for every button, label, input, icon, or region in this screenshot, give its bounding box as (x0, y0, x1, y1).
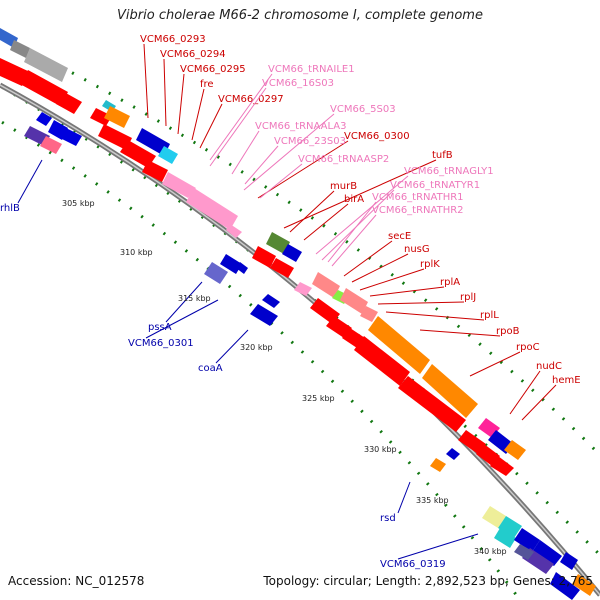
topology-summary: Topology: circular; Length: 2,892,523 bp… (263, 574, 593, 588)
gene-label-nusg[interactable]: nusG (404, 244, 430, 255)
leader-line-vcm66-0297 (199, 103, 223, 149)
gene-label-vcm66-trnagly1[interactable]: VCM66_tRNAGLY1 (404, 166, 494, 177)
leader-line-fre (191, 88, 205, 141)
leader-line-vcm66-0294 (163, 58, 167, 127)
leader-line-rplj (377, 301, 465, 305)
leader-line-rpla (369, 286, 445, 297)
leader-line-vcm66-5s03 (243, 113, 335, 191)
leader-line-vcm66-0301 (145, 299, 219, 339)
gene-label-vcm66-trnathr2[interactable]: VCM66_tRNATHR2 (372, 205, 464, 216)
leader-line-sece (343, 240, 393, 277)
gene-label-tufb[interactable]: tufB (432, 150, 453, 161)
leader-line-vcm66-0300 (257, 140, 349, 199)
leader-line-vcm66-trnaala3 (231, 130, 260, 175)
gene-label-vcm66-0295[interactable]: VCM66_0295 (180, 64, 246, 75)
leader-line-vcm66-0295 (177, 73, 185, 135)
leader-line-rhlb (17, 159, 43, 204)
gene-label-vcm66-0319[interactable]: VCM66_0319 (380, 559, 446, 570)
kbp-marker-305-kbp: 305 kbp (62, 199, 95, 208)
gene-label-vcm66-0293[interactable]: VCM66_0293 (140, 34, 206, 45)
gene-label-rsd[interactable]: rsd (380, 513, 396, 524)
leader-line-vcm66-trnaile1 (209, 73, 273, 161)
gene-label-heme[interactable]: hemE (552, 375, 581, 386)
leader-line-vcm66-0319 (397, 533, 479, 560)
gene-label-rplj[interactable]: rplJ (460, 292, 476, 303)
gene-label-vcm66-0300[interactable]: VCM66_0300 (344, 131, 410, 142)
gene-label-vcm66-5s03[interactable]: VCM66_5S03 (330, 104, 396, 115)
kbp-marker-340-kbp: 340 kbp (474, 547, 507, 556)
label-layer: VCM66_0293VCM66_0294VCM66_0295freVCM66_0… (0, 34, 581, 570)
gene-label-vcm66-0297[interactable]: VCM66_0297 (218, 94, 284, 105)
leader-line-vcm66-16s03 (209, 87, 267, 167)
leader-line-tufb (283, 159, 437, 229)
gene-label-rpll[interactable]: rplL (480, 310, 499, 321)
leader-line-rplk (359, 268, 425, 291)
ruler-dots-outer (0, 84, 600, 557)
gene-label-vcm66-trnaile1[interactable]: VCM66_tRNAILE1 (268, 64, 355, 75)
leader-line-heme (521, 384, 557, 421)
leader-line-rpoc (469, 351, 521, 377)
leader-line-vcm66-0293 (143, 43, 149, 119)
leader-line-vcm66-trnathr1 (327, 201, 377, 263)
features-reverse (204, 254, 596, 600)
gene-label-vcm66-16s03[interactable]: VCM66_16S03 (262, 78, 334, 89)
gene-label-vcm66-trnatyr1[interactable]: VCM66_tRNATYR1 (390, 180, 480, 191)
leader-line-rpll (385, 311, 485, 321)
features-forward (90, 100, 526, 476)
feature-block-top-left (0, 28, 82, 114)
kbp-marker-310-kbp: 310 kbp (120, 248, 153, 257)
leader-line-vcm66-23s03 (244, 145, 279, 185)
gene-label-vcm66-0294[interactable]: VCM66_0294 (160, 49, 226, 60)
leader-line-vcm66-trnathr2 (331, 214, 377, 267)
gene-label-coaa[interactable]: coaA (198, 363, 223, 374)
kbp-marker-320-kbp: 320 kbp (240, 343, 273, 352)
gene-label-vcm66-trnaasp2[interactable]: VCM66_tRNAASP2 (298, 154, 389, 165)
leader-line-vcm66-trnaasp2 (259, 163, 303, 199)
kbp-layer: 305 kbp 310 kbp 315 kbp 320 kbp 325 kbp 330 k… (62, 199, 507, 556)
gene-label-bira[interactable]: birA (344, 194, 364, 205)
kbp-marker-335-kbp: 335 kbp (416, 496, 449, 505)
gene-label-sece[interactable]: secE (388, 231, 411, 242)
gene-label-nudc[interactable]: nudC (536, 361, 562, 372)
gene-label-rpob[interactable]: rpoB (496, 326, 520, 337)
leader-line-coaa (215, 329, 249, 364)
accession-text: Accession: NC_012578 (8, 574, 145, 588)
leader-line-rsd (397, 481, 411, 514)
ruler-dots-top (9, 38, 600, 457)
gene-label-fre[interactable]: fre (200, 79, 214, 90)
kbp-marker-325-kbp: 325 kbp (302, 394, 335, 403)
kbp-marker-315-kbp: 315 kbp (178, 294, 211, 303)
leader-line-vcm66-trnagly1 (315, 175, 409, 255)
gene-label-vcm66-0301[interactable]: VCM66_0301 (128, 338, 194, 349)
leader-line-murb (289, 190, 335, 233)
gene-label-rplk[interactable]: rplK (420, 259, 440, 270)
map-title: Vibrio cholerae M66-2 chromosome I, comp… (117, 8, 483, 23)
gene-label-rpla[interactable]: rplA (440, 277, 460, 288)
leader-line-nudc (509, 370, 541, 415)
leader-line-nusg (351, 253, 409, 283)
leader-line-pssa (165, 281, 203, 323)
gene-label-vcm66-23s03[interactable]: VCM66_23S03 (274, 136, 346, 147)
gene-label-pssa[interactable]: pssA (148, 322, 172, 333)
gene-label-vcm66-trnaala3[interactable]: VCM66_tRNAALA3 (255, 121, 347, 132)
feature-rhlB-group (24, 112, 82, 154)
leader-line-bira (303, 203, 349, 241)
gene-label-rhlb[interactable]: rhlB (0, 203, 20, 214)
gene-label-rpoc[interactable]: rpoC (516, 342, 540, 353)
gene-label-murb[interactable]: murB (330, 181, 357, 192)
kbp-marker-330-kbp: 330 kbp (364, 445, 397, 454)
leader-line-rpob (419, 329, 501, 337)
gene-label-vcm66-trnathr1[interactable]: VCM66_tRNATHR1 (372, 192, 464, 203)
